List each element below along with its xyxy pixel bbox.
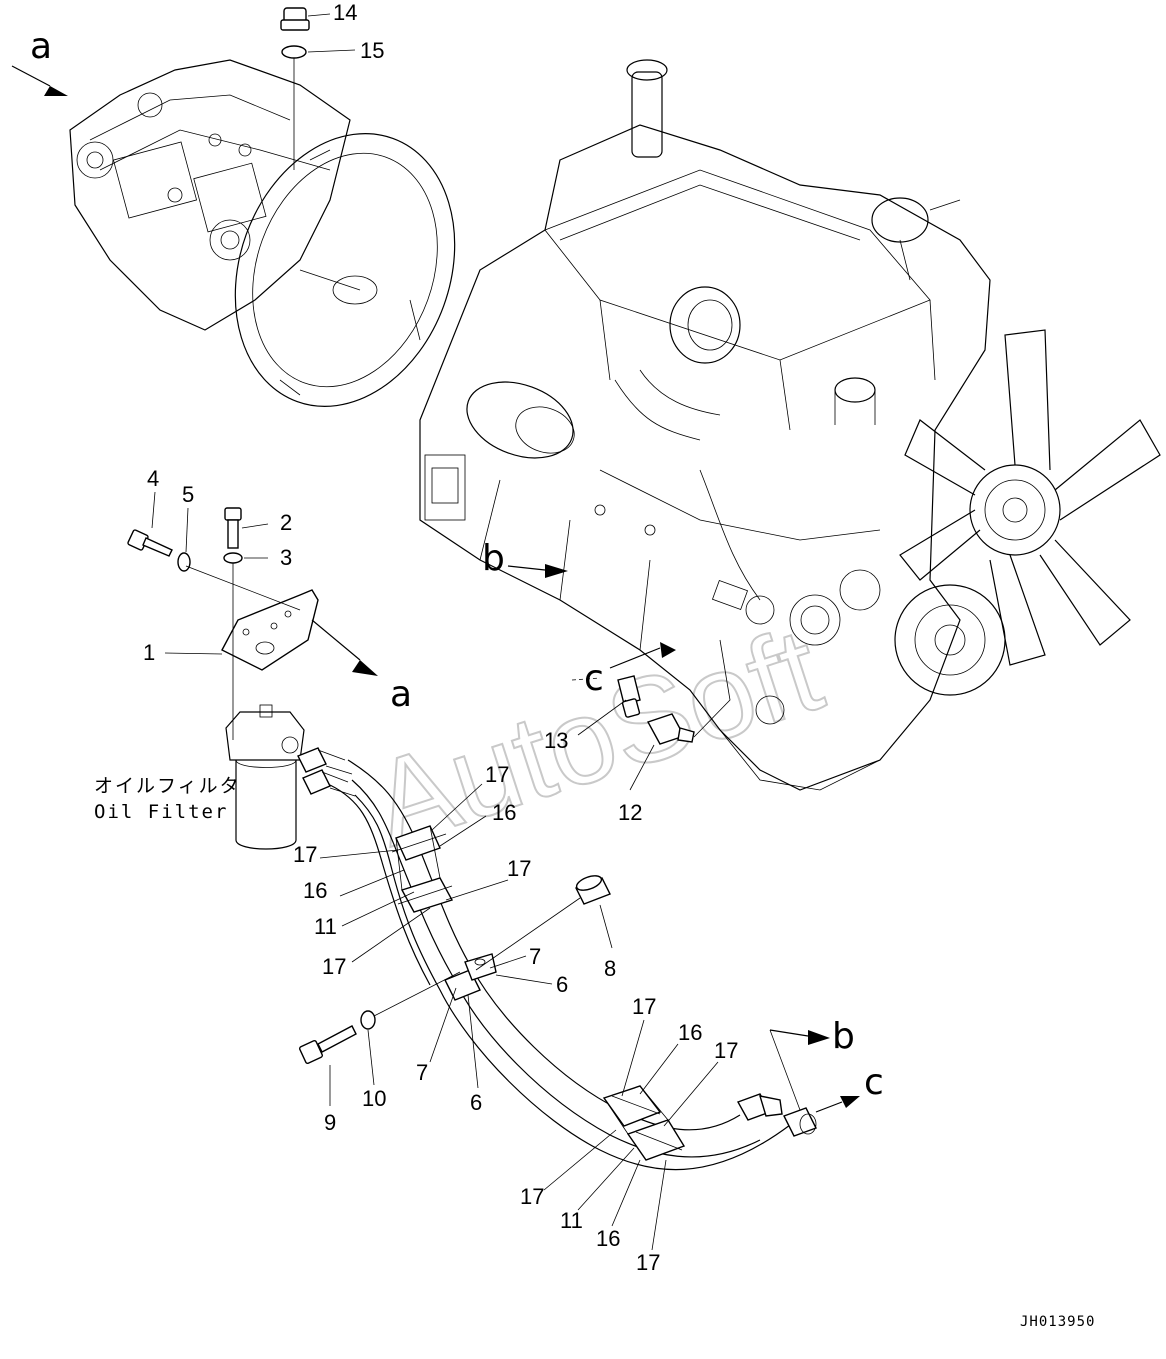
plug-part-14 (280, 7, 310, 31)
ref-letter-a-top: a (30, 26, 52, 67)
ref-letter-c-engine: c (584, 658, 604, 699)
clamp-lower (602, 1085, 686, 1161)
label-part-10: 10 (362, 1086, 386, 1111)
label-part-3: 3 (280, 545, 292, 570)
arrow-shaft-a-bracket (311, 619, 361, 661)
arrow-c-hose (840, 1096, 860, 1108)
washer-part-10 (360, 1010, 376, 1030)
label-part-17-h: 17 (636, 1250, 660, 1275)
hydraulic-pump-illustration (69, 59, 456, 407)
label-part-16-c: 16 (678, 1020, 702, 1045)
ref-letter-b-engine: b (482, 538, 505, 579)
arrow-c-engine (660, 642, 676, 658)
label-part-7-b: 7 (416, 1060, 428, 1085)
arrow-shaft-c-hose (815, 1101, 843, 1113)
label-part-6-a: 6 (556, 972, 568, 997)
label-part-14: 14 (333, 0, 357, 25)
arrow-shaft-b-engine (507, 565, 546, 571)
oil-filter-label-en: Oil Filter (94, 801, 228, 823)
label-part-17-g: 17 (520, 1184, 544, 1209)
oil-filter-label-jp: オイルフィルタ (94, 775, 241, 797)
bolt-part-2 (224, 507, 242, 549)
arrow-a-bracket (352, 660, 378, 676)
leader-b-hose (769, 1029, 801, 1111)
leader-sensor-12-engine (693, 639, 731, 738)
arrow-shaft-a-top (11, 65, 51, 87)
label-part-17-c: 17 (507, 856, 531, 881)
label-part-4: 4 (147, 466, 159, 491)
spacer-part-8 (575, 875, 611, 905)
clamp-upper (391, 825, 454, 913)
washer-part-5 (177, 552, 191, 572)
label-part-17-e: 17 (632, 994, 656, 1019)
sensor-part-12 (646, 713, 695, 745)
clamp-middle (444, 953, 497, 1001)
label-part-15: 15 (360, 38, 384, 63)
label-part-7-a: 7 (529, 944, 541, 969)
label-part-17-f: 17 (714, 1038, 738, 1063)
arrow-b-engine (545, 564, 568, 578)
bolt-part-9 (298, 1025, 357, 1065)
label-part-6-b: 6 (470, 1090, 482, 1115)
leader-lines (151, 13, 719, 1251)
label-part-8: 8 (604, 956, 616, 981)
label-part-1: 1 (143, 640, 155, 665)
label-part-9: 9 (324, 1110, 336, 1135)
washer-part-3 (223, 552, 243, 564)
leader-spacer-clamp (475, 897, 581, 971)
arrow-shaft-c-engine (609, 647, 661, 669)
drawing-code: JH013950 (1020, 1314, 1095, 1330)
oil-filter-illustration (225, 704, 305, 850)
leader-bolt-clamp (373, 971, 461, 1017)
label-part-13: 13 (544, 728, 568, 753)
label-part-17-d: 17 (322, 954, 346, 979)
label-part-17-b: 17 (293, 842, 317, 867)
engine-illustration (419, 59, 1161, 791)
ref-letter-a-bracket: a (390, 674, 412, 715)
sensor-part-13 (617, 675, 641, 718)
label-part-16-d: 16 (596, 1226, 620, 1251)
leader-bolt-bracket (185, 565, 301, 611)
label-part-5: 5 (182, 482, 194, 507)
bolt-part-4 (127, 529, 173, 557)
label-part-11-a: 11 (314, 914, 337, 939)
label-part-17-a: 17 (485, 762, 509, 787)
arrow-b-hose (808, 1030, 830, 1045)
arrow-shaft-b-hose (769, 1029, 809, 1037)
arrow-a-top (44, 86, 68, 96)
ref-letter-b-hose: b (832, 1016, 855, 1057)
label-part-2: 2 (280, 510, 292, 535)
label-part-11-b: 11 (560, 1208, 583, 1233)
label-part-16-a: 16 (492, 800, 516, 825)
bracket-part-1 (221, 589, 319, 671)
label-part-16-b: 16 (303, 878, 327, 903)
ref-letter-c-hose: c (864, 1062, 884, 1103)
label-part-12: 12 (618, 800, 642, 825)
leader-c-dashed (571, 677, 601, 681)
o-ring-part-15 (281, 45, 307, 59)
